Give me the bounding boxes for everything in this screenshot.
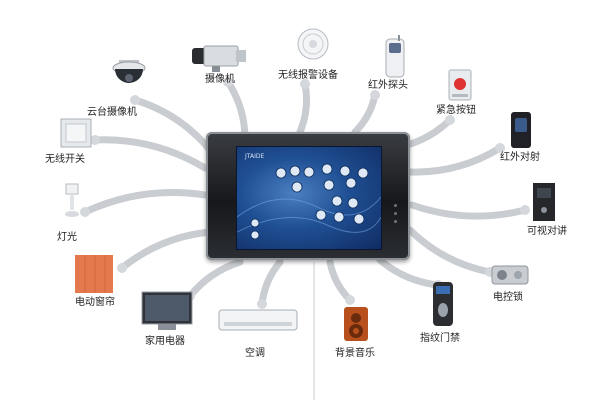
arrow-11 bbox=[186, 258, 244, 300]
label-air-conditioner: 空调 bbox=[245, 348, 265, 359]
panic-button-icon bbox=[447, 68, 473, 106]
curtain-icon bbox=[75, 255, 113, 297]
lamp-icon bbox=[60, 182, 84, 224]
arrow-head-3 bbox=[370, 90, 380, 100]
ir-beam-icon bbox=[509, 110, 533, 154]
arrow-2 bbox=[296, 80, 310, 136]
flat-tv-icon bbox=[140, 290, 196, 336]
arrow-10 bbox=[258, 258, 284, 308]
arrow-13 bbox=[81, 189, 209, 216]
electric-lock-icon bbox=[490, 262, 530, 292]
arrow-head-13 bbox=[80, 207, 90, 217]
label-light: 灯光 bbox=[57, 232, 77, 243]
screen-ui bbox=[237, 163, 381, 240]
label-ptz-camera: 云台摄像机 bbox=[87, 107, 137, 118]
arrow-8 bbox=[376, 256, 442, 289]
wall-switch-icon bbox=[60, 118, 92, 152]
arrow-head-14 bbox=[90, 135, 100, 145]
label-camera: 摄像机 bbox=[205, 74, 235, 85]
arrow-3 bbox=[351, 91, 379, 136]
arrow-7 bbox=[406, 226, 494, 276]
arrow-9 bbox=[326, 258, 354, 304]
arrow-12 bbox=[118, 228, 214, 272]
arrow-head-0 bbox=[130, 95, 140, 105]
control-panel: JTAIDE bbox=[206, 132, 410, 260]
label-fingerprint-access: 指纹门禁 bbox=[420, 333, 460, 344]
video-doorphone-icon bbox=[532, 182, 556, 226]
arrow-head-9 bbox=[345, 295, 355, 305]
arrow-14 bbox=[91, 136, 209, 172]
label-home-appliances: 家用电器 bbox=[145, 336, 185, 347]
fingerprint-reader-icon bbox=[430, 280, 456, 332]
label-video-intercom: 可视对讲 bbox=[527, 226, 567, 237]
arrow-head-4 bbox=[445, 115, 455, 125]
label-infrared-beam: 红外对射 bbox=[500, 152, 540, 163]
arrow-head-5 bbox=[495, 143, 505, 153]
arrow-0 bbox=[131, 96, 214, 154]
arrow-head-2 bbox=[300, 79, 310, 89]
label-infrared-probe: 红外探头 bbox=[368, 80, 408, 91]
label-electric-lock: 电控锁 bbox=[493, 292, 523, 303]
ptz-dome-camera-icon bbox=[109, 58, 149, 100]
arrow-5 bbox=[406, 144, 504, 176]
label-wireless-switch: 无线开关 bbox=[45, 154, 85, 165]
pir-sensor-icon bbox=[380, 35, 410, 83]
brand-logo: JTAIDE bbox=[245, 153, 265, 160]
label-background-music: 背景音乐 bbox=[335, 348, 375, 359]
speaker-icon bbox=[342, 305, 370, 347]
arrow-head-10 bbox=[257, 299, 267, 309]
label-emergency-button: 紧急按钮 bbox=[436, 105, 476, 116]
smoke-detector-icon bbox=[295, 26, 331, 66]
touch-screen: JTAIDE bbox=[236, 146, 382, 250]
label-wireless-alarm: 无线报警设备 bbox=[278, 70, 338, 81]
label-electric-curtain: 电动窗帘 bbox=[75, 297, 115, 308]
air-conditioner-icon bbox=[218, 308, 298, 336]
arrow-6 bbox=[408, 201, 529, 220]
arrow-head-12 bbox=[117, 263, 127, 273]
arrow-head-6 bbox=[520, 205, 530, 215]
box-camera-icon bbox=[190, 40, 248, 78]
arrow-head-1 bbox=[223, 77, 233, 87]
